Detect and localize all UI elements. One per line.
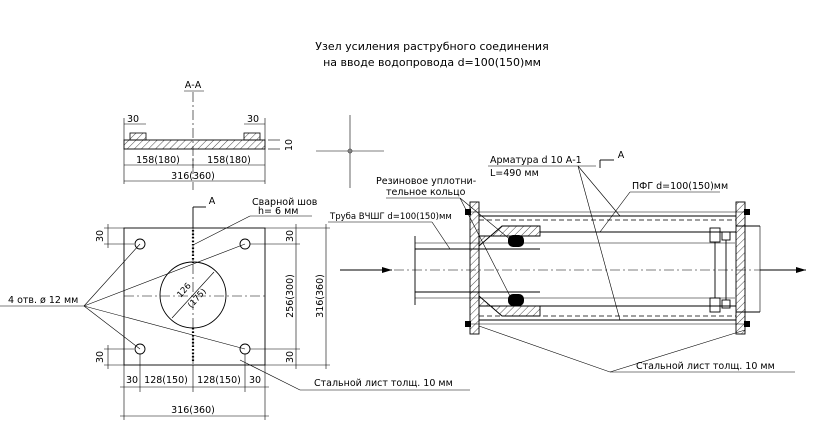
plan-view: А 126 (175) 4 отв. ø 12 мм Сварной шов h… <box>0 196 470 420</box>
elev-section-mark: А <box>618 150 625 161</box>
left-plate <box>469 201 480 335</box>
plan-dim-bottom-total: 316(360) <box>171 405 215 416</box>
weld-label: Сварной шов <box>252 197 318 208</box>
section-dim-30-left: 30 <box>127 114 139 125</box>
steel-plate <box>123 227 266 366</box>
rubber-label-2: тельное кольцо <box>386 187 466 198</box>
section-dim-30-right: 30 <box>247 114 259 125</box>
rubber-ring-top <box>508 235 524 247</box>
pfg-label: ПФГ d=100(150)мм <box>632 181 728 192</box>
right-plate <box>735 201 746 335</box>
pipe-label: Труба ВЧШГ d=100(150)мм <box>329 212 452 222</box>
plan-sheet-label: Стальной лист толщ. 10 мм <box>314 378 453 389</box>
center-mark <box>316 115 384 188</box>
section-dim-half-right: 158(180) <box>207 155 251 166</box>
socket-bottom <box>478 295 541 317</box>
elevation-view: А <box>328 150 808 373</box>
plan-dim-30-bottom-right: 30 <box>285 351 296 363</box>
section-label: А-А <box>185 80 202 91</box>
section-dim-total: 316(360) <box>171 171 215 182</box>
rubber-ring-bottom <box>508 294 524 306</box>
holes-label: 4 отв. ø 12 мм <box>8 295 78 306</box>
plan-dim-bottom-128-right: 128(150) <box>197 375 241 386</box>
plan-section-mark: А <box>209 196 216 207</box>
hole-top-left <box>134 238 146 250</box>
title-line-1: Узел усиления раструбного соединения <box>315 40 548 53</box>
section-dim-10: 10 <box>284 139 295 151</box>
section-plate <box>123 139 266 150</box>
socket-top <box>478 225 541 247</box>
pipe-circle <box>159 261 227 329</box>
section-a-a: А-А 30 30 10 158(180) 158(180) 316(360) <box>123 80 295 190</box>
plan-dim-total-height: 316(360) <box>315 274 326 318</box>
plan-dim-bottom-30-left: 30 <box>126 375 138 386</box>
weld-size: h= 6 мм <box>258 206 298 217</box>
plan-dim-bottom-30-right: 30 <box>249 375 261 386</box>
elev-sheet-label: Стальной лист толщ. 10 мм <box>636 361 775 372</box>
rebar-label: Арматура d 10 А-1 <box>490 155 582 166</box>
section-dim-half-left: 158(180) <box>136 155 180 166</box>
plan-dim-bottom-128-left: 128(150) <box>144 375 188 386</box>
rebar-length: L=490 мм <box>490 168 539 179</box>
plan-dim-30-top-right: 30 <box>285 230 296 242</box>
plan-dim-30-bottom-left: 30 <box>95 351 106 363</box>
plan-dim-30-top-left: 30 <box>95 230 106 242</box>
title-line-2: на вводе водопровода d=100(150)мм <box>323 56 541 69</box>
rubber-label-1: Резиновое уплотни- <box>376 176 476 187</box>
plan-dim-inner-height: 256(300) <box>285 274 296 318</box>
